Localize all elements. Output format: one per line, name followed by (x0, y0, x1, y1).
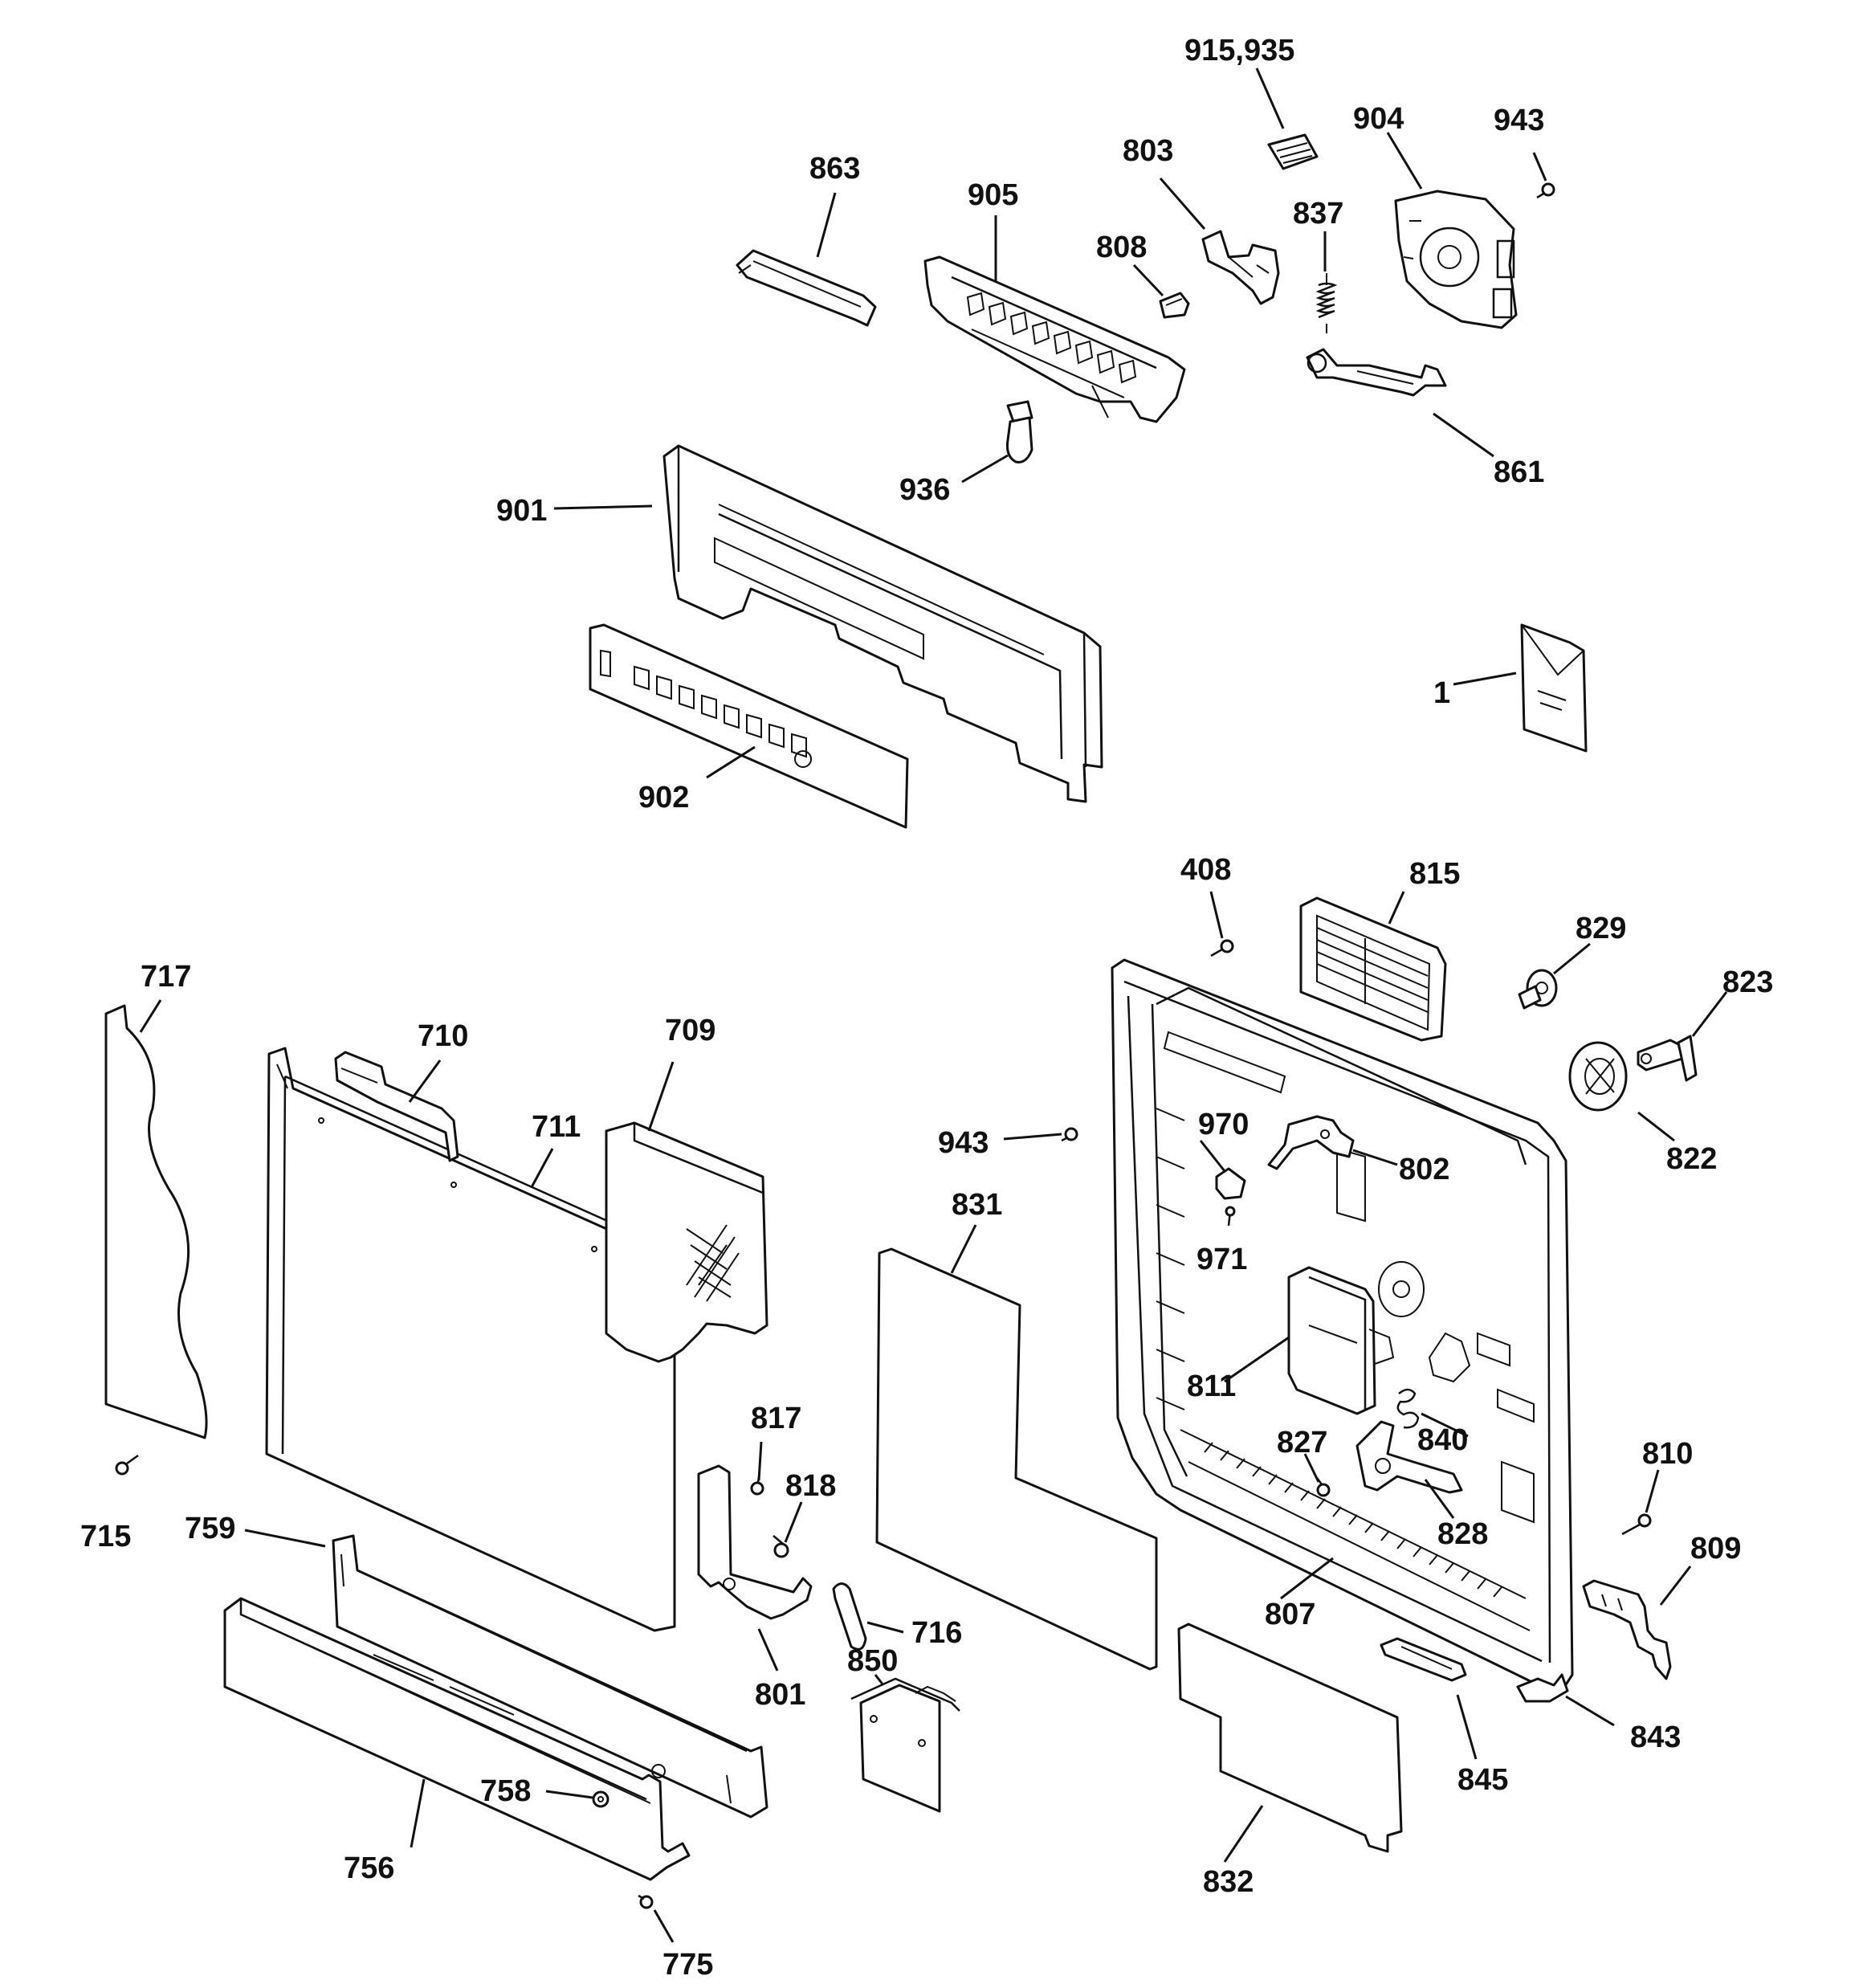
part-832-lower-insulation (1177, 1623, 1403, 1853)
label-818: 818 (785, 1469, 836, 1503)
label-815: 815 (1409, 857, 1460, 891)
label-822: 822 (1666, 1142, 1717, 1176)
label-802: 802 (1399, 1153, 1449, 1186)
label-716: 716 (911, 1616, 962, 1650)
label-715: 715 (80, 1520, 131, 1553)
part-1-literature-envelope (1520, 623, 1588, 753)
label-850: 850 (847, 1644, 898, 1678)
part-809-hinge-bracket (1582, 1579, 1672, 1680)
part-803-switch-bracket (1201, 230, 1280, 305)
part-710-top-bracket (334, 1051, 459, 1162)
label-817: 817 (751, 1402, 801, 1435)
part-901-console (662, 444, 1103, 803)
part-850-clip-plate (850, 1677, 960, 1813)
part-758-screw (592, 1790, 609, 1808)
part-408-screw (1210, 939, 1234, 957)
label-827: 827 (1277, 1426, 1327, 1459)
callout-labels: 915,935 904 943 863 803 905 837 808 861 … (80, 34, 1773, 1982)
part-943-screw-top (1536, 182, 1555, 199)
part-863-bracket (736, 249, 877, 327)
part-801-hinge-bracket (697, 1464, 813, 1620)
label-971: 971 (1196, 1243, 1247, 1276)
part-715-screw (115, 1454, 139, 1476)
part-828-lever (1355, 1420, 1463, 1494)
part-775-screw (638, 1894, 654, 1909)
part-971-screw (1225, 1206, 1236, 1227)
label-845: 845 (1457, 1763, 1508, 1797)
part-905-switch-housing (923, 255, 1186, 423)
label-943-top: 943 (1494, 104, 1544, 137)
part-970-latch (1215, 1167, 1246, 1200)
label-809: 809 (1690, 1532, 1741, 1565)
part-802-door-latch (1267, 1115, 1355, 1170)
label-810: 810 (1642, 1437, 1693, 1471)
part-822-dial (1568, 1041, 1628, 1112)
label-861: 861 (1494, 455, 1544, 489)
part-717-side-trim (104, 1004, 208, 1439)
label-811: 811 (1187, 1370, 1236, 1403)
label-904: 904 (1353, 102, 1404, 136)
label-840: 840 (1417, 1423, 1468, 1457)
label-943-mid: 943 (938, 1126, 989, 1160)
part-818-screw (773, 1535, 789, 1558)
part-902-touch-panel (589, 623, 909, 829)
part-943-screw-mid (1061, 1127, 1078, 1142)
label-901: 901 (496, 494, 547, 528)
part-845-strike (1380, 1637, 1467, 1682)
label-710: 710 (418, 1019, 468, 1053)
part-861-actuator-lever (1306, 348, 1447, 397)
part-831-insulation-panel (875, 1247, 1158, 1671)
part-756-toe-panel (223, 1597, 691, 1881)
part-915-935-connector (1267, 133, 1319, 170)
label-970: 970 (1198, 1108, 1249, 1141)
label-936: 936 (899, 473, 950, 507)
label-801: 801 (755, 1678, 805, 1712)
part-810-screw (1621, 1513, 1652, 1536)
label-837: 837 (1293, 197, 1343, 231)
label-808: 808 (1096, 231, 1147, 264)
label-756: 756 (344, 1851, 394, 1885)
label-1: 1 (1433, 676, 1450, 710)
part-716-pad (832, 1582, 867, 1651)
part-829-knob (1518, 969, 1558, 1010)
label-709: 709 (665, 1014, 715, 1047)
part-840-spring (1396, 1388, 1420, 1429)
label-717: 717 (141, 960, 191, 994)
part-759-lower-trim (332, 1534, 768, 1819)
part-837-spring (1315, 273, 1338, 333)
label-759: 759 (185, 1512, 235, 1545)
label-711: 711 (532, 1110, 581, 1144)
label-863: 863 (809, 152, 860, 186)
label-775: 775 (662, 1948, 713, 1982)
part-904-timer (1394, 190, 1518, 329)
part-815-vent (1299, 896, 1447, 1042)
label-758: 758 (480, 1774, 531, 1808)
label-832: 832 (1203, 1865, 1254, 1899)
part-811-dispenser (1287, 1266, 1395, 1415)
label-807: 807 (1265, 1598, 1315, 1631)
part-823-shaft (1637, 1035, 1698, 1082)
part-827-screw (1316, 1477, 1331, 1497)
part-709-insulation-pad (605, 1121, 768, 1363)
label-828: 828 (1437, 1517, 1488, 1551)
label-843: 843 (1630, 1721, 1681, 1754)
label-408: 408 (1180, 853, 1231, 887)
label-823: 823 (1722, 965, 1773, 999)
label-902: 902 (638, 781, 689, 814)
part-843-hinge-arm (1516, 1673, 1569, 1703)
part-936-knob (1006, 400, 1033, 463)
label-831: 831 (952, 1188, 1002, 1222)
label-829: 829 (1576, 912, 1626, 945)
label-905: 905 (968, 178, 1018, 212)
part-817-screw (750, 1476, 764, 1496)
label-803: 803 (1123, 134, 1173, 168)
label-915-935: 915,935 (1184, 34, 1294, 67)
part-808-clip (1159, 292, 1190, 319)
